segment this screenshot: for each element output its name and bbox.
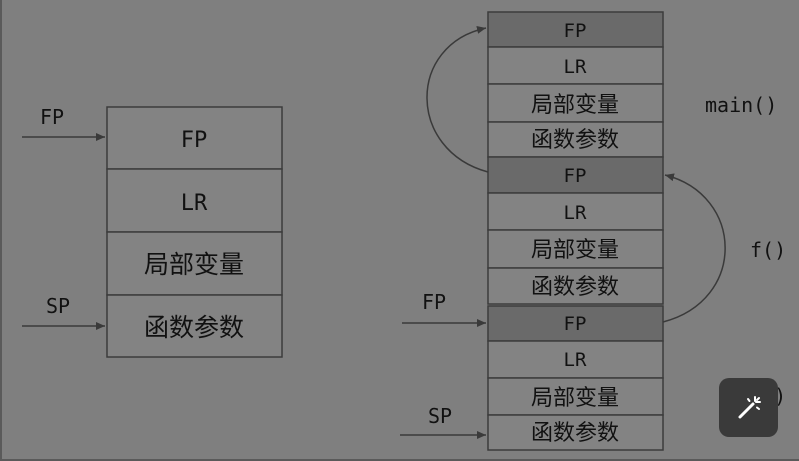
left-cell-locals-label: 局部变量 <box>144 250 244 279</box>
left-cell-fp <box>106 106 283 170</box>
g-cell-locals-label: 局部变量 <box>531 386 619 411</box>
left-cell-args <box>106 294 283 358</box>
left-cell-fp-label: FP <box>181 128 208 153</box>
right-stack: FP LR 局部变量 函数参数 FP LR 局部变量 函数参数 FP LR 局部… <box>400 11 786 451</box>
main-cell-lr <box>487 46 664 85</box>
g-cell-fp-label: FP <box>564 313 587 335</box>
g-cell-args-label: 函数参数 <box>531 421 619 446</box>
main-cell-args-label: 函数参数 <box>531 128 619 153</box>
fp-chain-arrow-g-to-f <box>662 173 726 323</box>
f-cell-lr-label: LR <box>564 202 587 224</box>
left-fp-pointer-label: FP <box>40 105 64 129</box>
left-cell-lr-label: LR <box>181 191 208 216</box>
frame-label-main: main() <box>705 93 777 117</box>
g-cell-args <box>487 414 664 451</box>
main-cell-locals <box>487 83 664 123</box>
magic-wand-icon <box>738 395 761 418</box>
left-cell-args-label: 函数参数 <box>144 313 244 342</box>
f-cell-args <box>487 267 664 305</box>
left-cell-locals <box>106 231 283 296</box>
main-cell-fp <box>487 11 664 48</box>
f-cell-args-label: 函数参数 <box>531 275 619 300</box>
main-cell-lr-label: LR <box>564 56 587 78</box>
g-cell-locals <box>487 377 664 416</box>
right-fp-pointer-label: FP <box>422 290 446 314</box>
fp-chain-arrow-f-to-main <box>426 25 489 173</box>
left-cell-lr <box>106 168 283 233</box>
f-cell-locals-label: 局部变量 <box>531 238 619 263</box>
f-cell-locals <box>487 229 664 269</box>
f-cell-fp-label: FP <box>564 165 587 187</box>
left-stack: FP LR 局部变量 函数参数 FP SP <box>22 105 283 358</box>
right-sp-pointer-label: SP <box>428 404 452 428</box>
main-cell-locals-label: 局部变量 <box>531 93 619 118</box>
g-cell-lr-label: LR <box>564 349 587 371</box>
g-cell-fp <box>487 305 664 342</box>
magic-wand-button[interactable] <box>719 378 778 437</box>
frame-label-f: f() <box>750 238 786 262</box>
g-cell-lr <box>487 340 664 379</box>
left-sp-pointer-label: SP <box>46 294 70 318</box>
main-cell-fp-label: FP <box>564 20 587 42</box>
